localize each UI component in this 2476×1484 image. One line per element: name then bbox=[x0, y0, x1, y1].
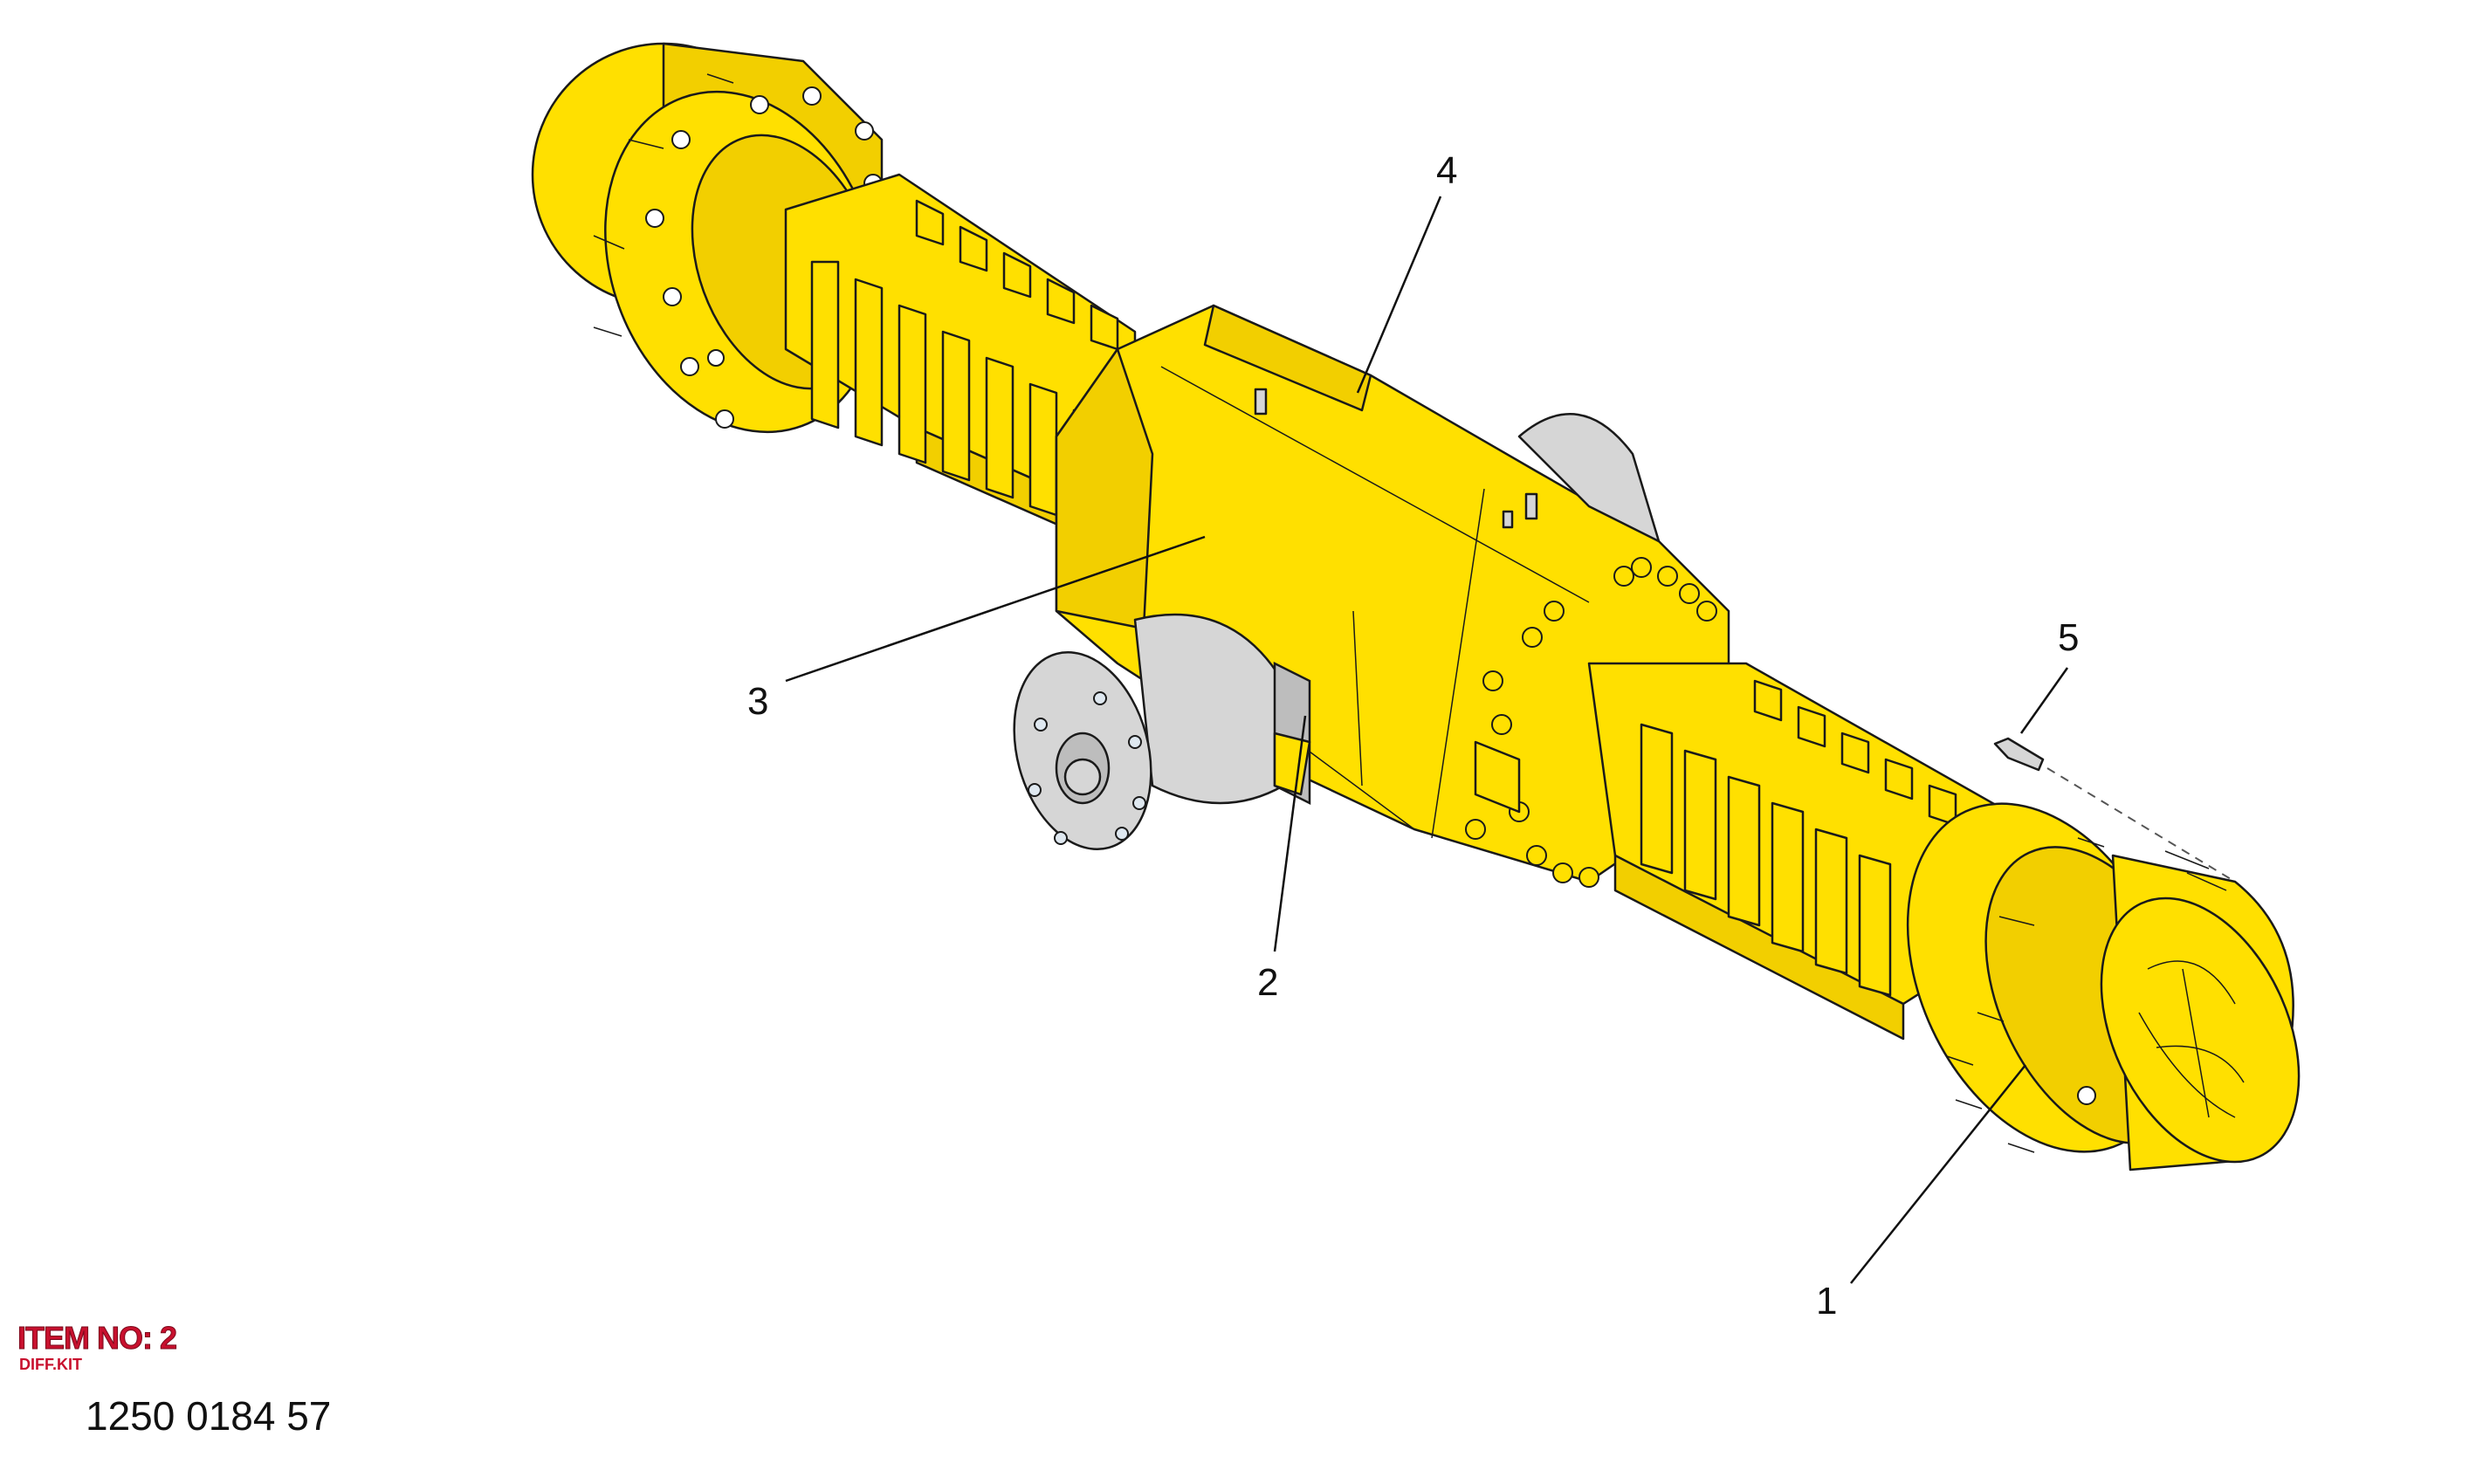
left-axle-tube bbox=[784, 173, 1137, 560]
left-hub-studs bbox=[593, 73, 734, 337]
right-wheel-hub bbox=[1906, 802, 2301, 1171]
loose-bolt bbox=[1993, 737, 2236, 883]
breather-fittings bbox=[1254, 388, 1538, 529]
callout-1: 1 bbox=[1816, 1280, 1837, 1323]
callout-2: 2 bbox=[1257, 961, 1278, 1004]
item-number-label: ITEM NO: 2 bbox=[17, 1320, 177, 1357]
part-number: 1250 0184 57 bbox=[86, 1393, 332, 1439]
right-tube-ribs bbox=[1640, 679, 1957, 997]
housing-bolt-ring bbox=[1465, 557, 1717, 888]
leader-4 bbox=[1356, 196, 1442, 394]
callout-leaders bbox=[785, 196, 2069, 1284]
item-description: DIFF.KIT bbox=[19, 1356, 82, 1373]
leader-2 bbox=[1273, 715, 1307, 952]
leader-3 bbox=[785, 535, 1206, 683]
leader-1 bbox=[1850, 1064, 2026, 1284]
callout-4: 4 bbox=[1436, 149, 1457, 192]
pinion-flange-holes bbox=[1028, 691, 1146, 845]
pinion-flange bbox=[1013, 613, 1311, 851]
rear-brake-drum bbox=[1517, 413, 1661, 543]
right-hub-cover-detail bbox=[2077, 960, 2245, 1118]
leader-5 bbox=[2019, 667, 2069, 734]
right-axle-tube bbox=[1587, 662, 2010, 1041]
right-hub-studs bbox=[1946, 837, 2227, 1153]
differential-housing bbox=[1055, 304, 1730, 888]
callout-5: 5 bbox=[2058, 616, 2079, 659]
callout-3: 3 bbox=[747, 680, 768, 723]
callout-numbers: 1 2 3 4 5 bbox=[747, 149, 2079, 1323]
left-tube-ribs bbox=[810, 199, 1119, 530]
